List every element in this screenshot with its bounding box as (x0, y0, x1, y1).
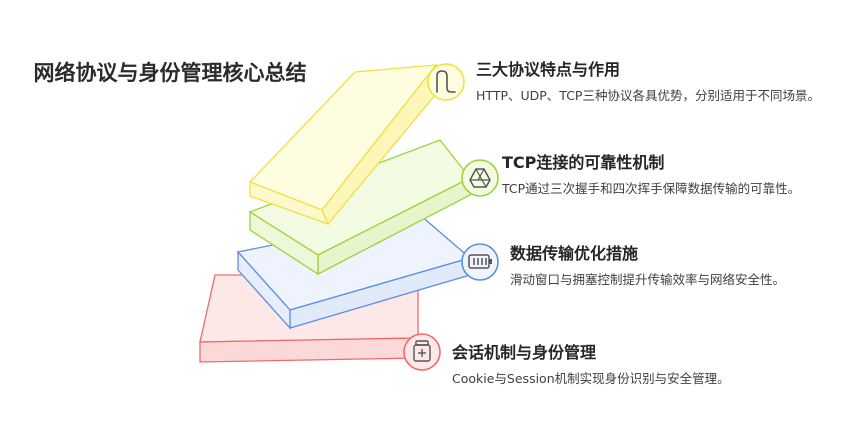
layer-2-side (249, 210, 319, 276)
item-description: 滑动窗口与拥塞控制提升传输效率与网络安全性。 (510, 272, 786, 287)
item-description: HTTP、UDP、TCP三种协议各具优势，分别适用于不同场景。 (476, 88, 820, 103)
layer-4-front (199, 337, 419, 363)
item-title: 数据传输优化措施 (510, 244, 639, 263)
layer-1-side (249, 181, 330, 226)
battery-icon (461, 243, 499, 281)
layer-3 (236, 214, 472, 330)
item-title: TCP连接的可靠性机制 (502, 153, 665, 172)
diagram-title: 网络协议与身份管理核心总结 (33, 61, 307, 85)
item-description: TCP通过三次握手和四次挥手保障数据传输的可靠性。 (502, 181, 801, 196)
item-title: 会话机制与身份管理 (452, 343, 597, 362)
layer-1 (248, 63, 447, 226)
item-transfer-optimization: 数据传输优化措施 滑动窗口与拥塞控制提升传输效率与网络安全性。 (510, 244, 840, 290)
item-description: Cookie与Session机制实现身份识别与安全管理。 (452, 371, 730, 386)
music-note-icon (427, 63, 465, 101)
item-protocols: 三大协议特点与作用 HTTP、UDP、TCP三种协议各具优势，分别适用于不同场景… (476, 60, 836, 106)
item-tcp-reliability: TCP连接的可靠性机制 TCP通过三次握手和四次挥手保障数据传输的可靠性。 (502, 153, 832, 199)
layer-3-side (237, 250, 291, 330)
item-session-identity: 会话机制与身份管理 Cookie与Session机制实现身份识别与安全管理。 (452, 343, 832, 389)
medicine-bottle-icon (403, 333, 441, 371)
item-title: 三大协议特点与作用 (476, 60, 621, 79)
drive-icon (461, 159, 499, 197)
